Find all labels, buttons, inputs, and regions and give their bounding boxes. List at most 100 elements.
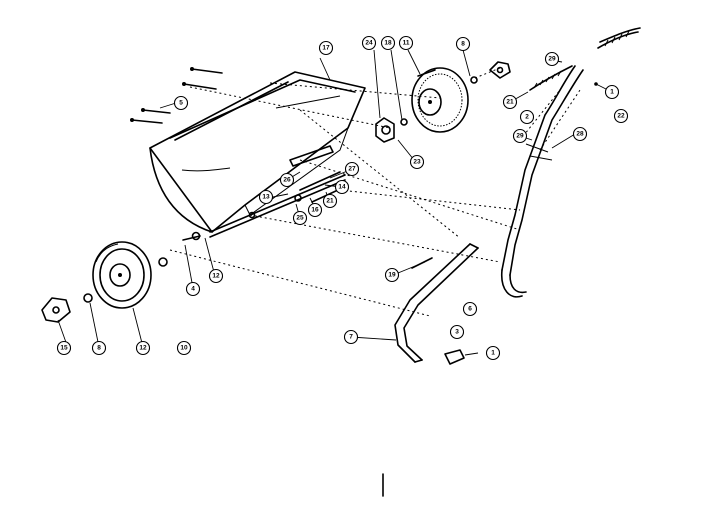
callout-circle xyxy=(380,35,396,51)
callout-circle xyxy=(322,193,338,209)
callout-circle xyxy=(91,340,107,356)
callout-label: 22 xyxy=(617,113,625,120)
callout-circle xyxy=(176,340,192,356)
callout-circle xyxy=(384,267,400,283)
hopper xyxy=(149,71,366,238)
callout-circle xyxy=(279,172,295,188)
rate-control-linkage xyxy=(182,145,341,241)
callout-label: 8 xyxy=(97,345,101,352)
callout-29: 29 xyxy=(544,51,560,67)
callout-label: 27 xyxy=(348,166,356,173)
callout-19: 19 xyxy=(384,267,400,283)
callout-label: 28 xyxy=(576,131,584,138)
callout-12: 12 xyxy=(135,340,151,356)
handle-grip xyxy=(529,27,641,91)
left-hub-parts xyxy=(41,257,168,323)
callout-circle xyxy=(208,268,224,284)
callout-8: 8 xyxy=(455,36,471,52)
wing-nut-right xyxy=(489,61,511,79)
callout-label: 10 xyxy=(180,345,188,352)
callout-1: 1 xyxy=(604,84,620,100)
callout-circle xyxy=(334,179,350,195)
callout-circle xyxy=(604,84,620,100)
callout-circle xyxy=(135,340,151,356)
bolts xyxy=(130,67,223,124)
callout-label: 6 xyxy=(468,306,472,313)
left-wheel xyxy=(92,241,152,309)
callout-5: 5 xyxy=(173,95,189,111)
callout-circle xyxy=(398,35,414,51)
callout-10: 10 xyxy=(176,340,192,356)
callout-label: 21 xyxy=(506,99,514,106)
callout-label: 29 xyxy=(548,56,556,63)
callout-13: 13 xyxy=(258,189,274,205)
callout-circle xyxy=(173,95,189,111)
callout-4: 4 xyxy=(185,281,201,297)
callout-circle xyxy=(292,210,308,226)
callout-circle xyxy=(462,301,478,317)
callout-label: 13 xyxy=(262,194,270,201)
callout-circle xyxy=(344,161,360,177)
callout-11: 11 xyxy=(398,35,414,51)
right-hub-parts xyxy=(375,76,478,143)
callout-15: 15 xyxy=(56,340,72,356)
callout-circle xyxy=(56,340,72,356)
callout-28: 28 xyxy=(572,126,588,142)
callout-circle xyxy=(409,154,425,170)
callout-label: 24 xyxy=(365,40,373,47)
callout-29: 29 xyxy=(512,128,528,144)
callout-label: 12 xyxy=(212,273,220,280)
callout-label: 4 xyxy=(191,286,195,293)
callout-circle xyxy=(613,108,629,124)
callout-17: 17 xyxy=(318,40,334,56)
right-wheel xyxy=(411,67,469,133)
callout-leaders xyxy=(57,49,609,356)
callout-label: 26 xyxy=(283,177,291,184)
callout-circle xyxy=(449,324,465,340)
callout-label: 8 xyxy=(461,41,465,48)
callout-21: 21 xyxy=(502,94,518,110)
callout-label: 15 xyxy=(60,345,68,352)
callout-24: 24 xyxy=(361,35,377,51)
callout-circle xyxy=(544,51,560,67)
callout-label: 1 xyxy=(610,89,614,96)
callout-12: 12 xyxy=(208,268,224,284)
callout-label: 7 xyxy=(349,334,353,341)
callout-circle xyxy=(361,35,377,51)
callout-label: 25 xyxy=(296,215,304,222)
callout-1: 1 xyxy=(485,345,501,361)
callout-circle xyxy=(519,109,535,125)
callout-25: 25 xyxy=(292,210,308,226)
callout-circle xyxy=(502,94,518,110)
callout-22: 22 xyxy=(613,108,629,124)
callout-14: 14 xyxy=(334,179,350,195)
callout-3: 3 xyxy=(449,324,465,340)
callout-21: 21 xyxy=(322,193,338,209)
callout-16: 16 xyxy=(307,202,323,218)
callout-label: 2 xyxy=(525,114,529,121)
callout-7: 7 xyxy=(343,329,359,345)
callout-label: 3 xyxy=(455,329,459,336)
callout-label: 1 xyxy=(491,350,495,357)
callout-circle xyxy=(318,40,334,56)
callout-circle xyxy=(485,345,501,361)
callout-label: 29 xyxy=(516,133,524,140)
callout-label: 16 xyxy=(311,207,319,214)
handle-lower xyxy=(394,243,479,365)
callout-label: 17 xyxy=(322,45,330,52)
callout-circle xyxy=(572,126,588,142)
callout-circle xyxy=(307,202,323,218)
callout-label: 23 xyxy=(413,159,421,166)
handle-upper xyxy=(500,65,584,298)
callout-circle xyxy=(258,189,274,205)
callout-label: 5 xyxy=(179,100,183,107)
callout-23: 23 xyxy=(409,154,425,170)
callout-circle xyxy=(185,281,201,297)
callout-label: 19 xyxy=(388,272,396,279)
callout-label: 21 xyxy=(326,198,334,205)
callout-circle xyxy=(455,36,471,52)
callout-label: 11 xyxy=(403,40,410,47)
callout-label: 18 xyxy=(384,40,392,47)
